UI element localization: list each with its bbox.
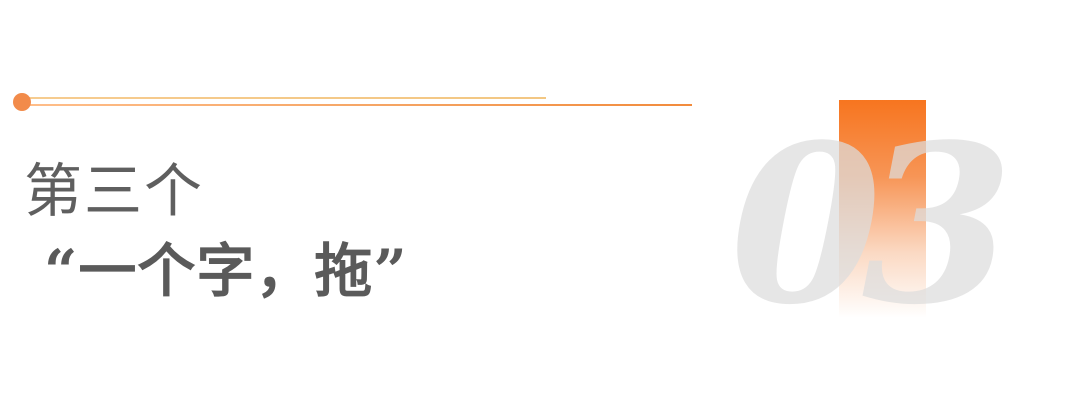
section-title-line2: “一个字，拖” — [44, 237, 408, 305]
section-title-line1: 第三个 — [24, 157, 205, 225]
orange-gradient-bar — [839, 100, 926, 318]
decorative-line-top — [22, 97, 546, 99]
bullet-dot-icon — [13, 93, 31, 111]
decorative-line-bottom — [22, 104, 692, 106]
section-number: 03 — [730, 97, 1013, 353]
